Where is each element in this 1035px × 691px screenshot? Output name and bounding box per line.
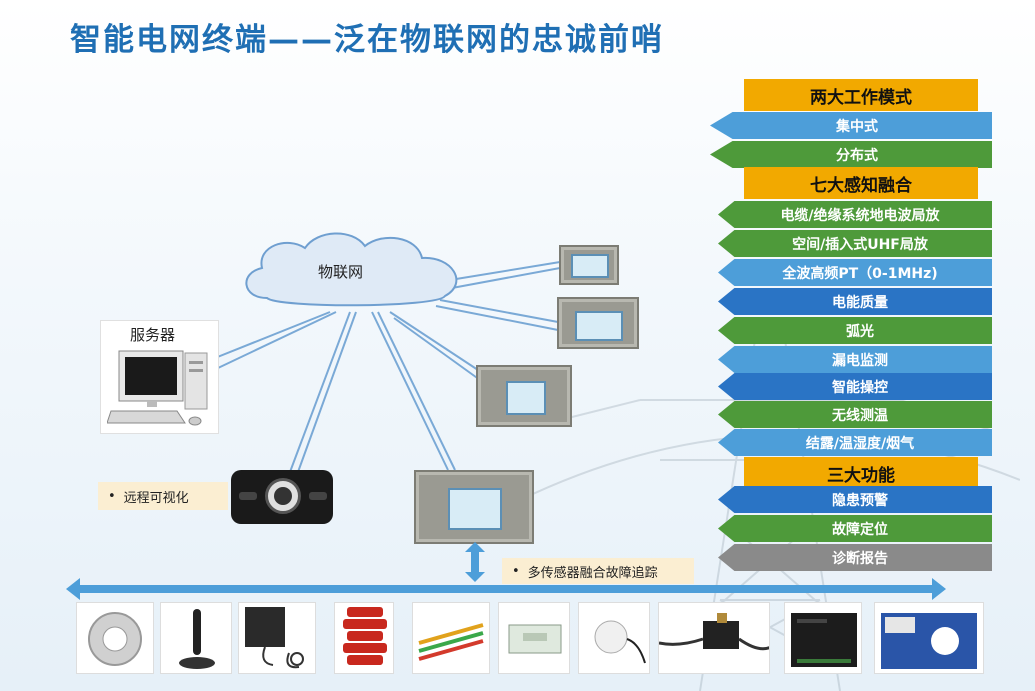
bullet-dot: •	[512, 563, 520, 579]
sensor-module[interactable]	[498, 602, 570, 674]
sensing-item-arc: 弧光	[718, 317, 992, 344]
bullet-dot: •	[108, 488, 116, 504]
server-computer[interactable]	[100, 320, 219, 434]
sensing-item-smart-control: 智能操控	[718, 373, 992, 400]
link-to-device-4	[371, 311, 449, 471]
link-to-device-2	[439, 299, 559, 323]
remote-visual-label: 远程可视化	[123, 490, 189, 506]
link-to-server	[209, 311, 331, 361]
desktop-computer-icon	[107, 350, 208, 426]
link-to-camera-2	[297, 311, 357, 473]
function-header: 三大功能	[744, 457, 978, 489]
horizontal-double-arrow-icon	[66, 578, 946, 600]
sensing-item-leakage: 漏电监测	[718, 346, 992, 373]
link-to-server-2	[217, 311, 337, 369]
link-to-camera	[289, 311, 351, 473]
cable-icon	[418, 623, 484, 661]
sensor-insulator[interactable]	[334, 602, 394, 674]
server-label: 服务器	[130, 326, 176, 344]
mode-item-centralized: 集中式	[710, 112, 992, 139]
function-item-warning: 隐患预警	[718, 486, 992, 513]
sensing-item-hfct: 全波高频PT（0-1MHz)	[718, 259, 992, 286]
terminal-device-2[interactable]	[557, 297, 639, 349]
clamp-sensor-icon	[659, 613, 769, 651]
sensor-flat-antenna[interactable]	[238, 602, 316, 674]
fusion-label: 多传感器融合故障追踪	[527, 565, 658, 581]
function-item-fault-location: 故障定位	[718, 515, 992, 542]
sensor-antenna[interactable]	[160, 602, 232, 674]
link-to-device-3b	[393, 317, 481, 381]
page-title: 智能电网终端——泛在物联网的忠诚前哨	[70, 22, 664, 58]
double-arrow-icon	[465, 542, 485, 582]
sensor-current-transducer[interactable]	[874, 602, 984, 674]
link-to-device-2b	[435, 305, 559, 331]
insulator-icon	[343, 607, 387, 665]
fusion-callout: • 多传感器融合故障追踪	[502, 558, 694, 584]
sensor-gateway[interactable]	[784, 602, 862, 674]
sensing-item-tev: 电缆/绝缘系统地电波局放	[718, 201, 992, 228]
module-icon	[508, 624, 562, 654]
sensor-round[interactable]	[578, 602, 650, 674]
flat-antenna-icon	[245, 607, 304, 669]
mode-header: 两大工作模式	[744, 79, 978, 111]
mode-item-distributed: 分布式	[710, 141, 992, 168]
sensing-item-uhf: 空间/插入式UHF局放	[718, 230, 992, 257]
terminal-device-3[interactable]	[476, 365, 572, 427]
terminal-device-1[interactable]	[559, 245, 619, 285]
link-to-device-1b	[451, 267, 561, 289]
antenna-icon	[179, 609, 215, 669]
cloud-label: 物联网	[318, 263, 364, 281]
link-to-device-1	[449, 261, 561, 281]
sensor-ct-ring[interactable]	[76, 602, 154, 674]
cloud-icon	[245, 232, 458, 307]
sensor-cables[interactable]	[412, 602, 490, 674]
remote-visual-callout: • 远程可视化	[98, 482, 228, 510]
ct-ring-icon	[88, 612, 142, 666]
round-sensor-icon	[594, 620, 646, 664]
sensing-item-humidity: 结露/温湿度/烟气	[718, 429, 992, 456]
sensing-header: 七大感知融合	[744, 167, 978, 199]
function-item-diagnosis-report: 诊断报告	[718, 544, 992, 571]
sensor-clamp[interactable]	[658, 602, 770, 674]
link-to-device-3	[389, 311, 479, 371]
sensing-item-wireless-temp: 无线测温	[718, 401, 992, 428]
gateway-icon	[791, 613, 857, 667]
terminal-device-4[interactable]	[414, 470, 534, 544]
link-to-device-4b	[377, 311, 456, 471]
current-transducer-icon	[881, 613, 977, 669]
sensing-item-power-quality: 电能质量	[718, 288, 992, 315]
camera-icon[interactable]	[231, 470, 333, 524]
